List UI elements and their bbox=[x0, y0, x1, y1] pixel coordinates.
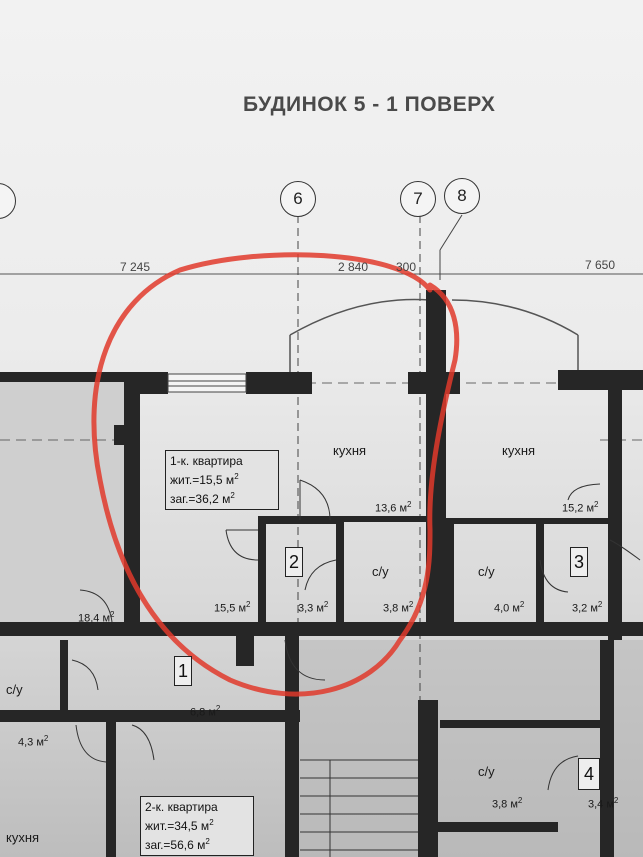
door-arcs bbox=[71, 479, 641, 791]
window bbox=[167, 373, 247, 393]
room-label-kitchen: кухня bbox=[333, 443, 367, 458]
shadow-area bbox=[295, 640, 643, 857]
dimension-label: 7 650 bbox=[585, 258, 616, 272]
area-label: 13,6 м2 bbox=[375, 500, 412, 515]
room-label-bathroom: с/у bbox=[6, 682, 23, 697]
balcony-arc-left bbox=[289, 298, 431, 336]
area-label: 3,3 м2 bbox=[298, 600, 329, 615]
left-room-fill bbox=[0, 380, 130, 630]
room-number: 4 bbox=[578, 758, 600, 790]
apartment-info-1: 1-к. квартира жит.=15,5 м2 заг.=36,2 м2 bbox=[165, 450, 279, 510]
dimension-label: 2 840 bbox=[338, 260, 369, 274]
area-label: 15,5 м2 bbox=[214, 600, 251, 615]
stairs bbox=[300, 759, 418, 857]
dimension-label: 300 bbox=[396, 260, 417, 274]
room-label-bathroom: с/у bbox=[478, 564, 495, 579]
axis-marker-8: 8 bbox=[444, 178, 480, 214]
room-label-kitchen: кухня bbox=[502, 443, 536, 458]
area-label: 3,2 м2 bbox=[572, 600, 603, 615]
dimension-label: 7 245 bbox=[120, 260, 151, 274]
area-label: 3,8 м2 bbox=[492, 796, 523, 811]
room-number: 2 bbox=[285, 547, 303, 577]
red-circle-annotation bbox=[91, 252, 460, 697]
area-label: 4,3 м2 bbox=[18, 734, 49, 749]
axis-marker-6: 6 bbox=[280, 181, 316, 217]
axis-marker-7: 7 bbox=[400, 181, 436, 217]
area-label: 15,2 м2 bbox=[562, 500, 599, 515]
room-label-bathroom: с/у bbox=[478, 764, 495, 779]
area-label: 18,4 м2 bbox=[78, 610, 115, 625]
apartment-info-2: 2-к. квартира жит.=34,5 м2 заг.=56,6 м2 bbox=[140, 796, 254, 856]
room-number: 3 bbox=[570, 547, 588, 577]
balcony-arc-right bbox=[451, 299, 579, 336]
area-label: 4,0 м2 bbox=[494, 600, 525, 615]
area-label: 3,8 м2 bbox=[383, 600, 414, 615]
page-title: БУДИНОК 5 - 1 ПОВЕРХ bbox=[243, 93, 496, 116]
area-label: 6,8 м2 bbox=[190, 704, 221, 719]
room-label-bathroom: с/у bbox=[372, 564, 389, 579]
room-number: 1 bbox=[174, 656, 192, 686]
area-label: 3,4 м2 bbox=[588, 796, 619, 811]
room-label-kitchen: кухня bbox=[6, 830, 40, 845]
